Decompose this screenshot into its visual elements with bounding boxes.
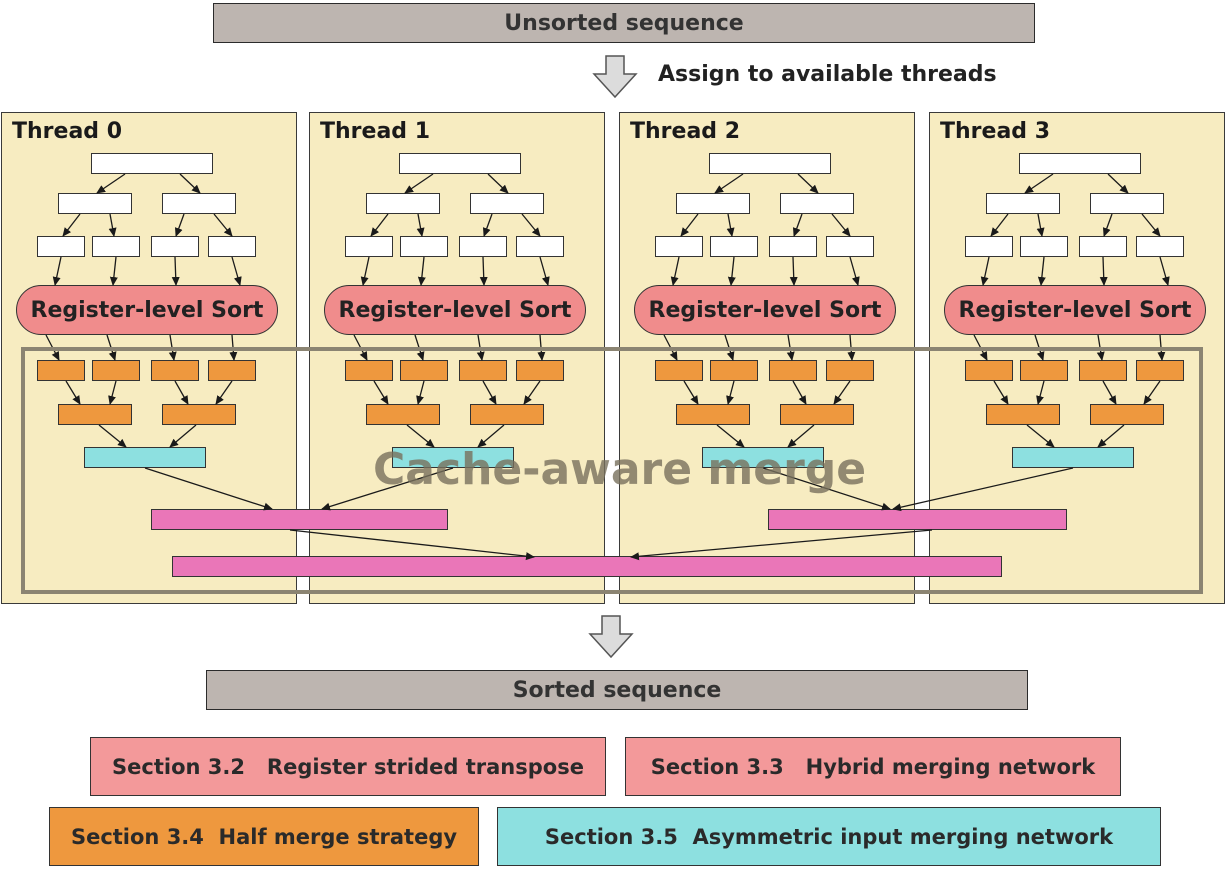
sorted-run-block xyxy=(92,360,140,381)
sorted-run-block xyxy=(516,360,564,381)
leaf-block xyxy=(710,236,758,257)
half-merge-block xyxy=(1090,404,1164,425)
pairwise-merge-block-right xyxy=(768,509,1067,530)
legend-label: Section 3.4 Half merge strategy xyxy=(70,824,458,849)
sorted-run-block xyxy=(655,360,703,381)
leaf-block xyxy=(459,236,507,257)
leaf-block xyxy=(151,236,199,257)
register-level-sort: Register-level Sort xyxy=(634,285,896,335)
leaf-block xyxy=(208,236,256,257)
legend-label: Section 3.3 Hybrid merging network xyxy=(650,754,1096,779)
thread-title: Thread 2 xyxy=(630,119,740,144)
legend-asymmetric-input-merging-network: Section 3.5 Asymmetric input merging net… xyxy=(497,807,1161,866)
register-level-sort: Register-level Sort xyxy=(16,285,278,335)
legend-hybrid-merging-network: Section 3.3 Hybrid merging network xyxy=(625,737,1121,796)
thread-title: Thread 3 xyxy=(940,119,1050,144)
unsorted-sequence-label: Unsorted sequence xyxy=(504,10,744,36)
sorted-sequence-bar: Sorted sequence xyxy=(206,670,1028,710)
leaf-block xyxy=(400,236,448,257)
split-block xyxy=(1090,193,1164,214)
register-level-sort: Register-level Sort xyxy=(324,285,586,335)
legend-register-strided-transpose: Section 3.2 Register strided transpose xyxy=(90,737,606,796)
split-block xyxy=(162,193,236,214)
leaf-block xyxy=(1020,236,1068,257)
unsorted-sequence-bar: Unsorted sequence xyxy=(213,3,1035,43)
sorted-run-block xyxy=(37,360,85,381)
half-merge-block xyxy=(470,404,544,425)
down-arrow-icon xyxy=(592,55,638,99)
leaf-block xyxy=(92,236,140,257)
sorted-run-block xyxy=(459,360,507,381)
register-level-sort: Register-level Sort xyxy=(944,285,1206,335)
leaf-block xyxy=(37,236,85,257)
input-block xyxy=(91,153,213,174)
sorted-run-block xyxy=(965,360,1013,381)
split-block xyxy=(470,193,544,214)
leaf-block xyxy=(345,236,393,257)
input-block xyxy=(399,153,521,174)
thread-panel-1: Thread 1 xyxy=(309,112,605,604)
asymmetric-merge-block xyxy=(392,447,514,468)
asymmetric-merge-block xyxy=(84,447,206,468)
sorted-run-block xyxy=(208,360,256,381)
thread-panel-0: Thread 0 xyxy=(1,112,297,604)
sorted-sequence-label: Sorted sequence xyxy=(512,677,722,703)
split-block xyxy=(986,193,1060,214)
leaf-block xyxy=(826,236,874,257)
thread-panel-2: Thread 2 xyxy=(619,112,915,604)
split-block xyxy=(676,193,750,214)
half-merge-block xyxy=(366,404,440,425)
leaf-block xyxy=(1136,236,1184,257)
thread-title: Thread 1 xyxy=(320,119,430,144)
register-level-sort-label: Register-level Sort xyxy=(648,297,882,323)
split-block xyxy=(366,193,440,214)
thread-title: Thread 0 xyxy=(12,119,122,144)
sorted-run-block xyxy=(151,360,199,381)
sorted-run-block xyxy=(769,360,817,381)
input-block xyxy=(709,153,831,174)
half-merge-block xyxy=(986,404,1060,425)
register-level-sort-label: Register-level Sort xyxy=(338,297,572,323)
leaf-block xyxy=(769,236,817,257)
sorted-run-block xyxy=(1020,360,1068,381)
leaf-block xyxy=(965,236,1013,257)
legend-label: Section 3.2 Register strided transpose xyxy=(112,754,584,779)
assign-threads-label: Assign to available threads xyxy=(658,62,997,87)
sorted-run-block xyxy=(1136,360,1184,381)
pairwise-merge-block-left xyxy=(151,509,448,530)
half-merge-block xyxy=(780,404,854,425)
half-merge-block xyxy=(162,404,236,425)
sorted-run-block xyxy=(1079,360,1127,381)
half-merge-block xyxy=(676,404,750,425)
split-block xyxy=(780,193,854,214)
split-block xyxy=(58,193,132,214)
leaf-block xyxy=(655,236,703,257)
leaf-block xyxy=(1079,236,1127,257)
asymmetric-merge-block xyxy=(1012,447,1134,468)
half-merge-block xyxy=(58,404,132,425)
thread-panel-3: Thread 3 xyxy=(929,112,1225,604)
register-level-sort-label: Register-level Sort xyxy=(958,297,1192,323)
legend-label: Section 3.5 Asymmetric input merging net… xyxy=(544,824,1114,849)
sorted-run-block xyxy=(400,360,448,381)
asymmetric-merge-block xyxy=(702,447,824,468)
down-arrow-icon xyxy=(588,615,634,659)
sorted-run-block xyxy=(826,360,874,381)
sorted-run-block xyxy=(345,360,393,381)
register-level-sort-label: Register-level Sort xyxy=(30,297,264,323)
legend-half-merge-strategy: Section 3.4 Half merge strategy xyxy=(49,807,479,866)
input-block xyxy=(1019,153,1141,174)
sorted-run-block xyxy=(710,360,758,381)
final-merge-block xyxy=(172,556,1002,577)
leaf-block xyxy=(516,236,564,257)
